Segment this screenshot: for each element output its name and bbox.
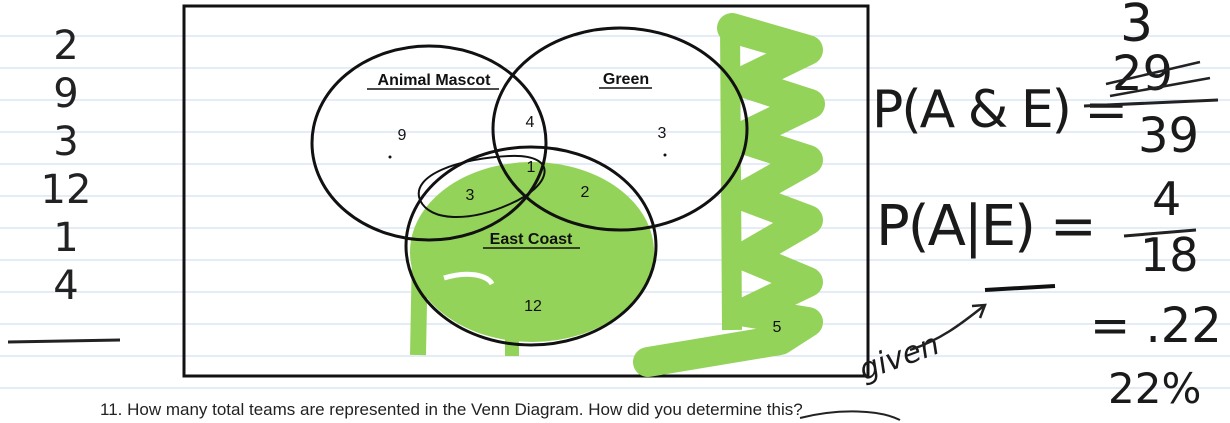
region-animal-green: 4 [526,114,535,131]
percent-result: 22% [1108,364,1202,413]
frac2-denominator: 18 [1140,228,1199,282]
question-text: 11. How many total teams are represented… [100,400,803,419]
label-animal-mascot: Animal Mascot [378,72,492,89]
count-value: 3 [53,119,79,165]
region-animal-only: 9 [398,127,407,144]
region-east-only: 12 [524,298,542,315]
region-green-east: 2 [581,184,590,201]
circle-east-coast [404,145,658,347]
handwritten-count-column: 2 9 3 12 1 4 [30,22,102,310]
frac1-numerator: 3 [1120,0,1154,54]
count-value: 9 [53,71,79,117]
circle-animal-mascot [310,44,548,242]
east-coast-highlight [410,162,654,356]
outside-highlight-scribble [633,13,825,377]
decimal-result: = .22 [1090,298,1222,354]
region-animal-east: 3 [466,187,475,204]
diagram-frame [182,4,870,378]
label-east-coast: East Coast [490,231,573,248]
count-value: 4 [53,263,79,309]
frac1-denominator: 39 [1138,108,1200,164]
label-green: Green [603,71,649,88]
count-value: 1 [53,215,79,261]
prob-a-given-e: P(A|E) = [876,194,1097,259]
region-green-only: 3 [658,125,667,142]
frac2-numerator: 4 [1152,172,1182,226]
region-outside: 5 [773,319,782,336]
highlight-loop [417,154,546,219]
region-all-three: 1 [527,159,536,176]
count-value: 12 [40,167,92,213]
sum-underline [7,338,121,344]
prob-a-and-e: P(A & E) = [872,80,1128,140]
circle-green [491,26,749,232]
count-value: 2 [53,23,79,69]
